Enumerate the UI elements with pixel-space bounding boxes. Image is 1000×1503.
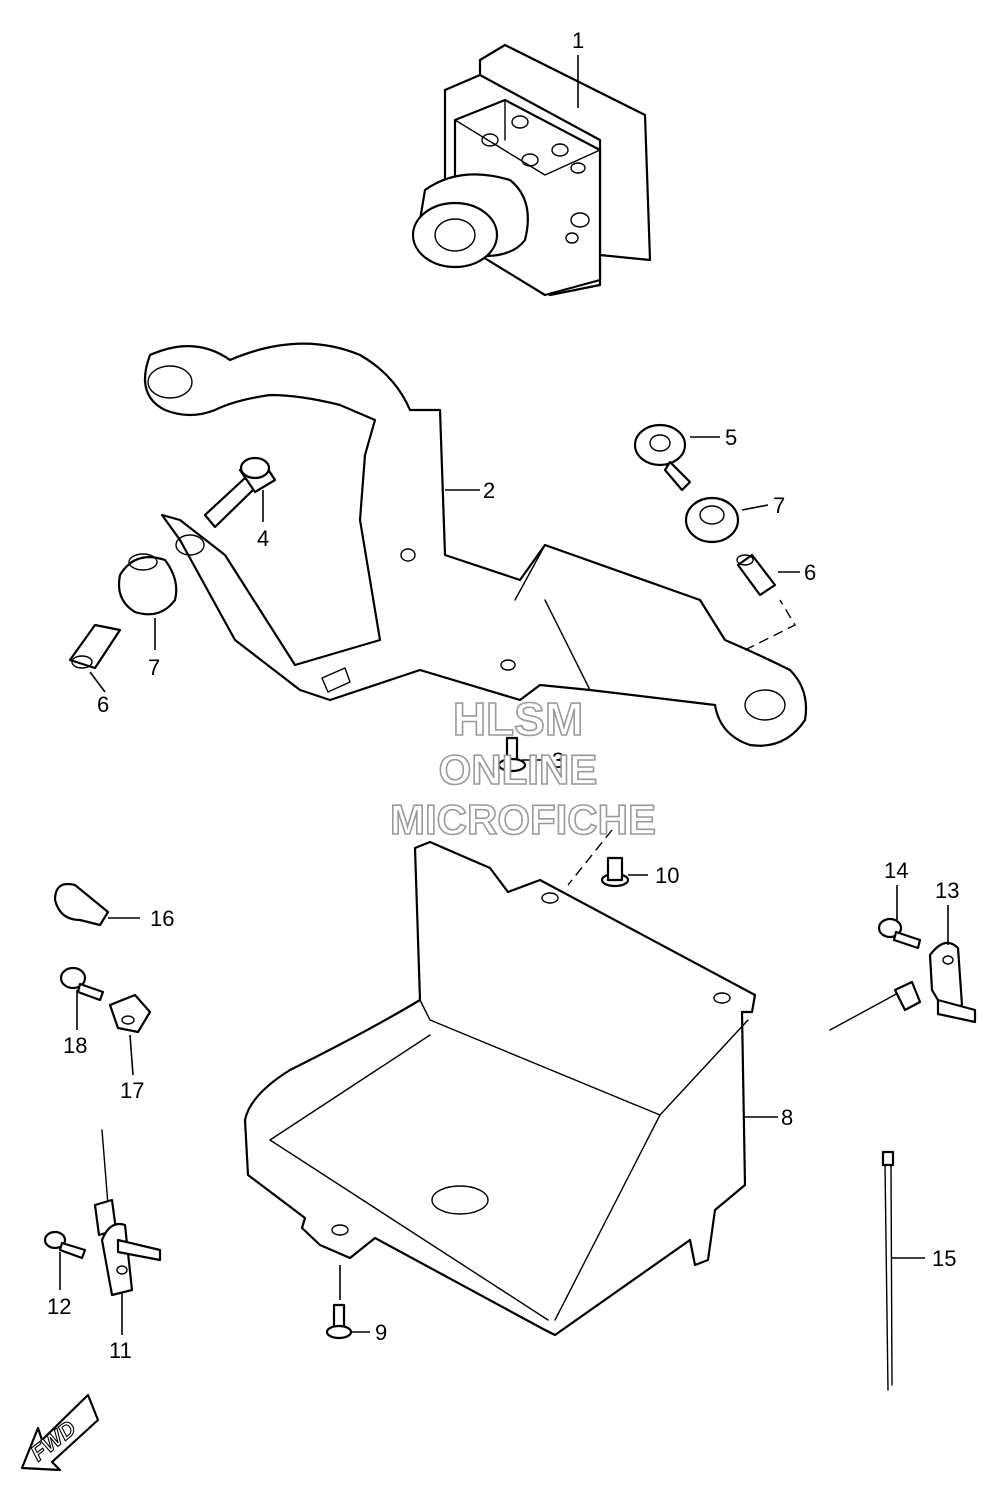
callout-6-right: 6: [804, 560, 816, 585]
bolt-4: [203, 456, 277, 529]
bolt-18: [59, 966, 105, 1002]
cable-tie-15: [881, 1150, 895, 1391]
callout-14: 14: [884, 858, 908, 883]
bolt-5: [633, 423, 692, 492]
callout-15: 15: [932, 1246, 956, 1271]
callout-16: 16: [150, 906, 174, 931]
collar-6-left: [68, 623, 122, 670]
bolt-14: [877, 917, 922, 950]
watermark: HLSM ONLINE MICROFICHE: [389, 692, 657, 844]
watermark-line-3: MICROFICHE: [390, 796, 656, 843]
grommet-7-right: [684, 496, 740, 544]
callout-8: 8: [781, 1105, 793, 1130]
grommet-7-left: [117, 553, 178, 616]
callout-10: 10: [655, 863, 679, 888]
callout-11: 11: [109, 1338, 132, 1363]
bolt-9: [325, 1303, 353, 1340]
callout-17: 17: [120, 1078, 144, 1103]
callout-9: 9: [375, 1320, 387, 1345]
forward-arrow: FWD: [20, 1393, 100, 1472]
watermark-line-2: ONLINE: [439, 746, 598, 793]
callout-7-left: 7: [148, 655, 160, 680]
callout-1: 1: [572, 28, 584, 53]
callout-13: 13: [935, 878, 959, 903]
alignment-line-tray: [567, 829, 613, 886]
wheel-sensor-13: [829, 941, 977, 1031]
clip-10: [600, 856, 630, 888]
callout-12: 12: [47, 1294, 71, 1319]
callout-5: 5: [725, 425, 737, 450]
abs-hydraulic-unit: [411, 43, 652, 297]
clamp-16: [53, 882, 110, 927]
leader-lines: [59, 55, 949, 1335]
callout-6-left: 6: [97, 692, 109, 717]
bolt-12: [43, 1230, 87, 1260]
battery-tray: [243, 840, 757, 1337]
callout-18: 18: [63, 1033, 87, 1058]
wheel-sensor-11: [93, 1129, 162, 1297]
callout-2: 2: [483, 478, 495, 503]
callout-7-right: 7: [773, 493, 785, 518]
callout-4: 4: [257, 526, 269, 551]
collar-6-right: [736, 553, 777, 597]
abs-bracket: [143, 342, 808, 747]
nut-17: [108, 993, 152, 1034]
callout-3: 3: [552, 748, 564, 773]
alignment-line-right: [744, 599, 796, 651]
bolt-3: [497, 736, 527, 773]
watermark-line-1: HLSM: [453, 693, 583, 745]
